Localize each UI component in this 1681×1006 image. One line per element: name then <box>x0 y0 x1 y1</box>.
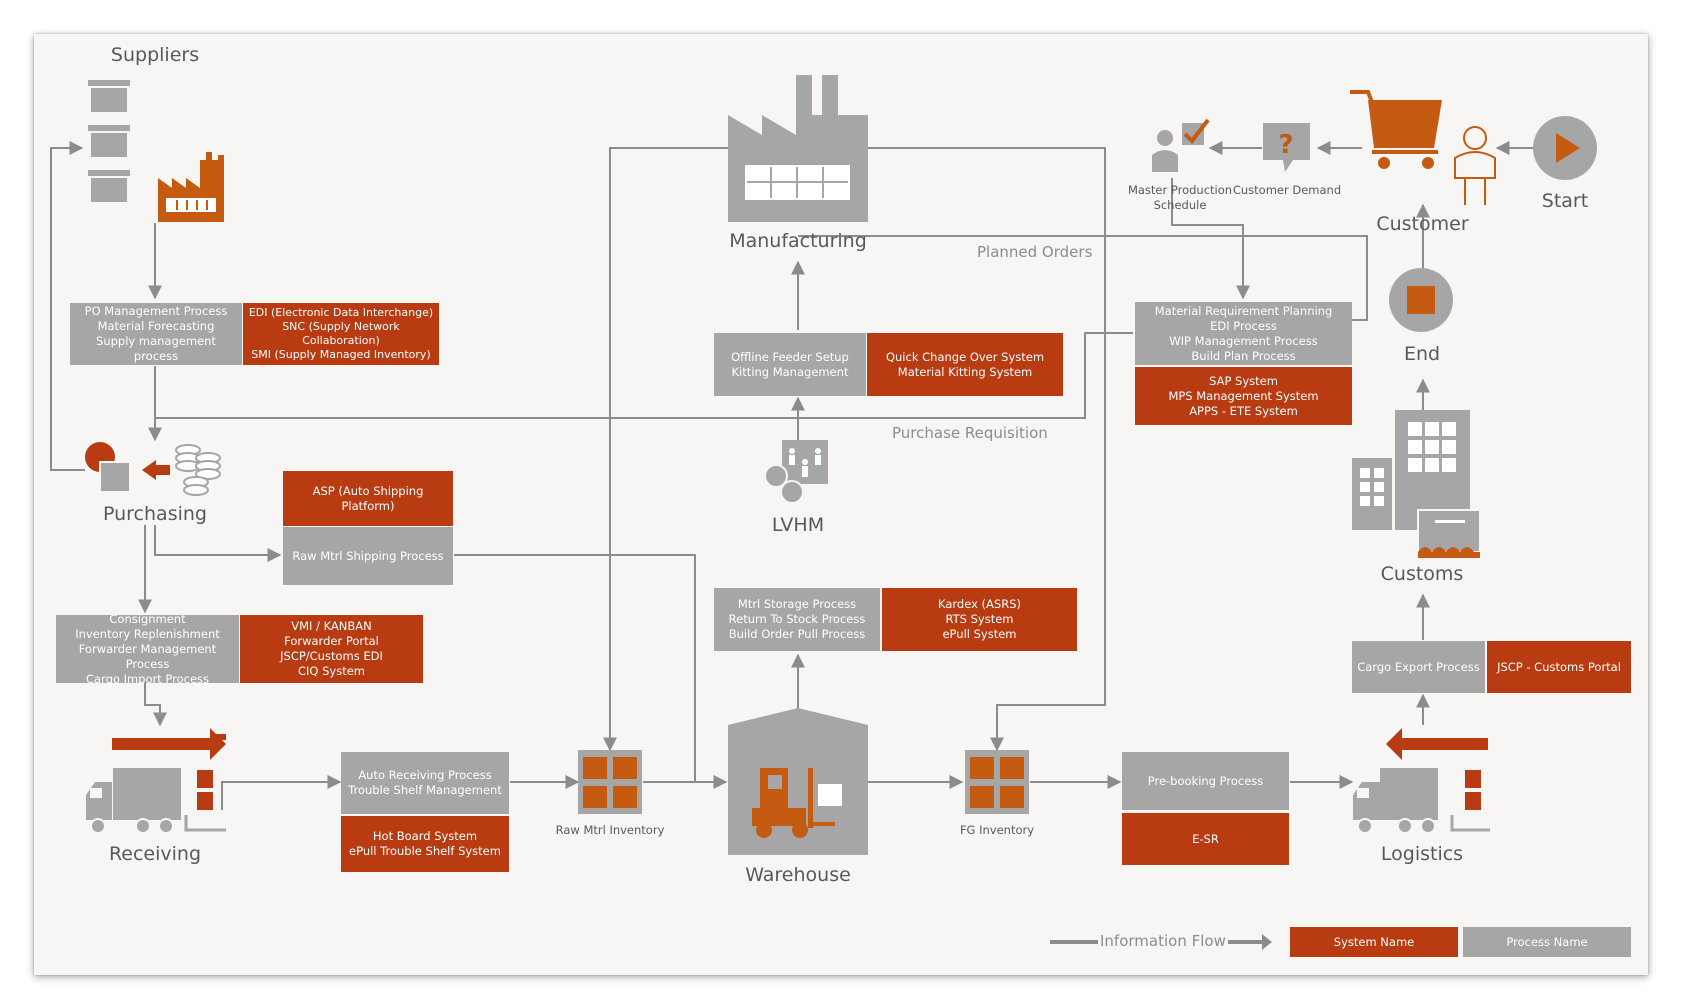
mrp-system-box: SAP System MPS Management System APPS - … <box>1135 367 1352 425</box>
consignment-system-box: VMI / KANBAN Forwarder Portal JSCP/Custo… <box>240 615 423 683</box>
purchase-requisition-label: Purchase Requisition <box>892 424 1048 442</box>
raw-inventory-icon <box>578 750 642 814</box>
legend-information-flow: Information Flow <box>1098 932 1228 950</box>
customer-demand-label: Customer Demand <box>1232 183 1342 197</box>
lvhm-icon <box>764 440 828 504</box>
warehouse-label: Warehouse <box>745 864 851 886</box>
suppliers-label: Suppliers <box>110 44 200 66</box>
connector <box>868 147 1106 752</box>
receiving-system-box: Hot Board System ePull Trouble Shelf Sys… <box>341 816 509 872</box>
receiving-truck-icon <box>86 728 226 834</box>
po-system-box: EDI (Electronic Data Interchange) SNC (S… <box>243 303 439 365</box>
connector <box>154 525 282 562</box>
fg-inventory-icon <box>965 750 1029 814</box>
supplier-boxes-icon <box>88 80 130 202</box>
customer-demand-icon: ? <box>1263 123 1310 172</box>
customs-label: Customs <box>1380 563 1464 585</box>
legend-process-name: Process Name <box>1463 927 1631 957</box>
connector <box>50 141 85 471</box>
storage-system-box: Kardex (ASRS) RTS System ePull System <box>882 588 1077 651</box>
end-icon[interactable] <box>1389 268 1453 332</box>
jscp-system-box: JSCP - Customs Portal <box>1487 641 1631 693</box>
raw-inventory-label: Raw Mtrl Inventory <box>555 823 665 837</box>
master-schedule-icon <box>1152 118 1210 172</box>
customer-person-icon <box>1454 126 1496 205</box>
purchasing-icon <box>85 442 221 496</box>
mrp-process-box: Material Requirement Planning EDI Proces… <box>1135 302 1352 365</box>
feeder-system-box: Quick Change Over System Material Kittin… <box>867 333 1063 396</box>
connector <box>221 775 342 810</box>
supplier-factory-icon <box>158 152 224 222</box>
purchasing-label: Purchasing <box>103 503 207 525</box>
storage-process-box: Mtrl Storage Process Return To Stock Pro… <box>714 588 880 651</box>
svg-text:?: ? <box>1278 130 1293 160</box>
receiving-label: Receiving <box>108 843 202 865</box>
esr-system-box: E-SR <box>1122 813 1289 865</box>
po-process-box: PO Management Process Material Forecasti… <box>70 303 242 365</box>
asp-system-box: ASP (Auto Shipping Platform) <box>283 471 453 526</box>
receiving-process-box: Auto Receiving Process Trouble Shelf Man… <box>341 752 509 814</box>
fg-inventory-label: FG Inventory <box>959 823 1035 837</box>
shopping-cart-icon <box>1350 90 1442 169</box>
raw-shipping-process-box: Raw Mtrl Shipping Process <box>283 527 453 585</box>
connector <box>144 683 167 727</box>
connector <box>603 147 728 752</box>
cargo-export-process-box: Cargo Export Process <box>1352 641 1485 693</box>
connector <box>155 332 1133 419</box>
master-schedule-label: Master Production Schedule <box>1127 183 1233 212</box>
connector <box>454 554 696 782</box>
legend-system-name: System Name <box>1290 927 1458 957</box>
manufacturing-label: Manufacturing <box>729 230 867 252</box>
manufacturing-icon <box>728 75 868 222</box>
connector <box>798 235 1368 321</box>
prebooking-process-box: Pre-booking Process <box>1122 752 1289 810</box>
start-icon[interactable] <box>1533 116 1597 180</box>
planned-orders-label: Planned Orders <box>977 243 1093 261</box>
logistics-label: Logistics <box>1380 843 1464 865</box>
consignment-process-box: Consignment Inventory Replenishment Forw… <box>56 612 239 686</box>
lvhm-label: LVHM <box>771 514 825 536</box>
end-label: End <box>1403 343 1441 365</box>
customer-label: Customer <box>1376 213 1469 235</box>
logistics-truck-icon <box>1353 728 1490 834</box>
customs-icon <box>1352 410 1481 558</box>
feeder-process-box: Offline Feeder Setup Kitting Management <box>714 333 866 396</box>
start-label: Start <box>1541 190 1589 212</box>
warehouse-icon <box>728 708 868 855</box>
connector <box>1171 178 1250 300</box>
